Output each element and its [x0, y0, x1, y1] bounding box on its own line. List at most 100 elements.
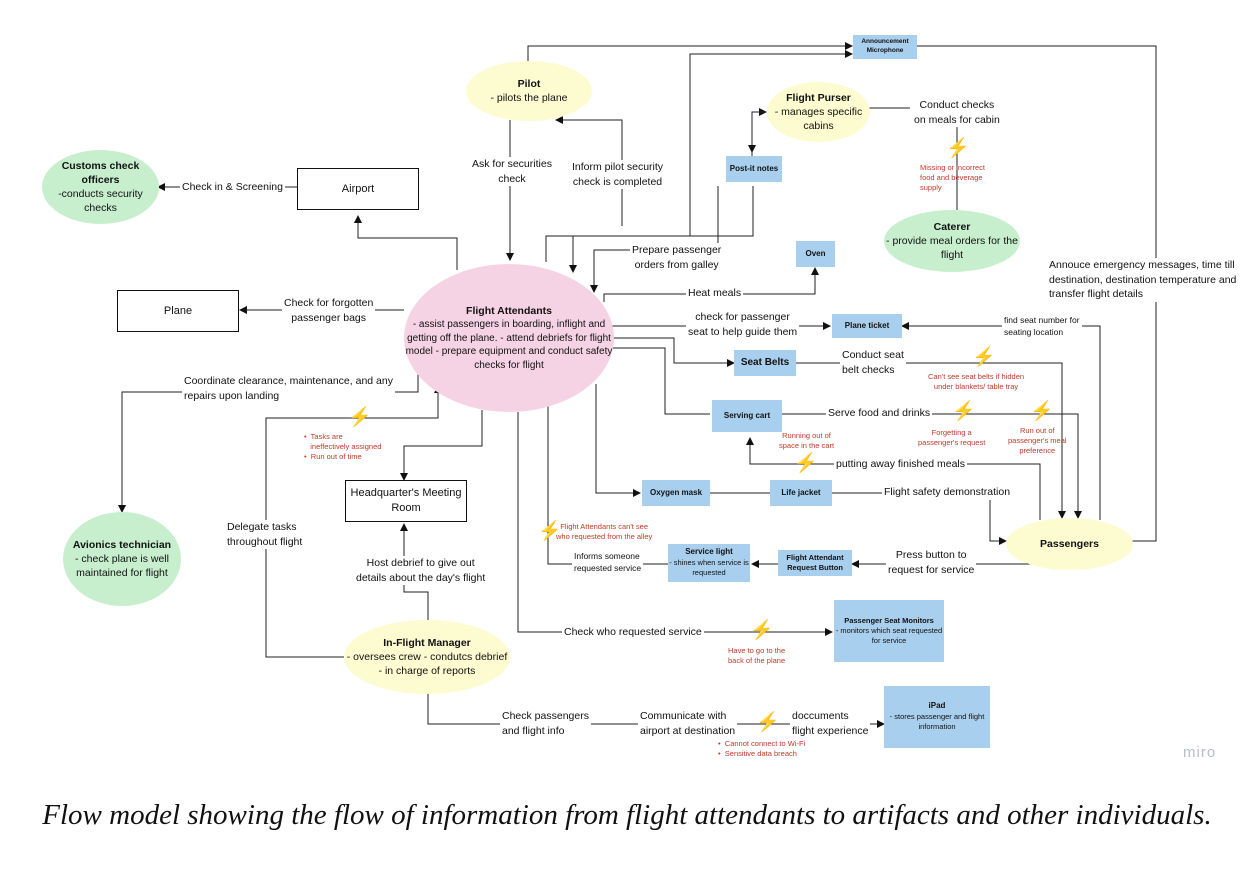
pilot-desc: - pilots the plane [490, 92, 568, 104]
oven-label: Oven [805, 248, 826, 258]
fa-request-button-label: Flight Attendant Request Button [786, 552, 844, 572]
flight-attendants-title: Flight Attendants [466, 304, 552, 317]
miro-watermark: miro [1183, 744, 1217, 761]
in-flight-manager-node: In-Flight Manager - oversees crew - cond… [344, 620, 510, 694]
flow-label: Host debrief to give out details about t… [354, 556, 488, 586]
customs-desc: -conducts security checks [58, 188, 143, 215]
customs-node: Customs check officers -conducts securit… [42, 150, 159, 224]
oxygen-mask-label: Oxygen mask [649, 487, 703, 497]
life-jacket-label: Life jacket [781, 487, 821, 497]
pilot-title: Pilot [517, 77, 541, 90]
oven-box: Oven [796, 241, 835, 267]
caterer-title: Caterer [933, 220, 971, 233]
flow-label: Conduct checks on meals for cabin [912, 98, 1002, 128]
service-light-title: Service light [685, 547, 733, 557]
flow-label: Serve food and drinks [826, 406, 933, 421]
oxygen-mask-box: Oxygen mask [642, 480, 710, 506]
breakdown-bolt-icon: ⚡ [538, 521, 562, 542]
avionics-node: Avionics technician - check plane is wel… [63, 512, 181, 606]
breakdown-bolt-icon: ⚡ [972, 347, 996, 368]
flight-attendants-node: Flight Attendants - assist passengers in… [404, 264, 614, 412]
flow-label: doccuments flight experience [790, 709, 871, 739]
flow-label: check for passenger seat to help guide t… [686, 310, 800, 340]
serving-cart-box: Serving cart [712, 400, 782, 432]
flight-purser-title: Flight Purser [786, 91, 851, 104]
flow-label: Check for forgotten passenger bags [282, 296, 376, 326]
breakdown-note: Flight Attendants can't see who requeste… [556, 522, 653, 542]
breakdown-bolt-icon: ⚡ [794, 453, 818, 474]
ipad-title: iPad [928, 701, 946, 711]
breakdown-bolt-icon: ⚡ [946, 138, 970, 159]
flow-label: find seat number for seating location [1002, 315, 1082, 339]
breakdown-note: Have to go to the back of the plane [728, 646, 786, 666]
announcement-microphone-box: Announcement Microphone [853, 35, 917, 59]
breakdown-bolt-icon: ⚡ [952, 401, 976, 422]
flow-label: Delegate tasks throughout flight [225, 520, 305, 550]
flow-label: Press button to request for service [886, 548, 977, 578]
caterer-node: Caterer - provide meal orders for the fl… [884, 210, 1020, 272]
airport-box: Airport [297, 168, 419, 210]
plane-ticket-label: Plane ticket [844, 320, 890, 330]
flow-label: Ask for securities check [470, 157, 554, 187]
breakdown-note: Missing or incorrect food and beverage s… [920, 163, 986, 193]
flight-purser-desc: - manages specific cabins [774, 105, 863, 133]
breakdown-bolt-icon: ⚡ [756, 712, 780, 733]
flow-label: Check who requested service [562, 625, 704, 640]
flow-label: Communicate with airport at destination [638, 709, 738, 739]
breakdown-note: • Cannot connect to Wi-Fi • Sensitive da… [718, 739, 806, 759]
breakdown-note: Forgetting a passenger's request [918, 428, 986, 448]
post-it-label: Post-it notes [729, 163, 779, 173]
fa-request-button-box: Flight Attendant Request Button [778, 550, 852, 576]
flow-label: Conduct seat belt checks [840, 348, 906, 378]
breakdown-note: • Tasks are ineffectively assigned • Run… [304, 432, 382, 462]
customs-title: Customs check officers [61, 159, 140, 186]
passengers-node: Passengers [1006, 518, 1133, 570]
flow-label: Heat meals [686, 286, 744, 301]
avionics-title: Avionics technician [72, 538, 172, 551]
flow-label: putting away finished meals [834, 457, 967, 472]
breakdown-note: Run out of passenger's meal preference [1008, 426, 1067, 456]
seat-belts-box: Seat Belts [734, 350, 796, 376]
flow-label: Prepare passenger orders from galley [630, 243, 724, 273]
life-jacket-box: Life jacket [770, 480, 832, 506]
figure-caption: Flow model showing the flow of informati… [42, 799, 1212, 831]
flow-label: Check in & Screening [180, 180, 285, 195]
service-light-desc: - shines when service is requested [669, 558, 749, 578]
seat-monitors-box: Passenger Seat Monitors - monitors which… [834, 600, 944, 662]
passengers-title: Passengers [1040, 537, 1099, 550]
hq-meeting-label: Headquarter's Meeting Room [350, 487, 462, 514]
seat-belts-label: Seat Belts [740, 357, 790, 369]
ipad-box: iPad - stores passenger and flight infor… [884, 686, 990, 748]
breakdown-bolt-icon: ⚡ [750, 620, 774, 641]
serving-cart-label: Serving cart [723, 410, 771, 420]
breakdown-note: Can't see seat belts if hidden under bla… [928, 372, 1025, 392]
in-flight-manager-desc: - oversees crew - condutcs debrief - in … [346, 650, 508, 678]
flow-label: Informs someone requested service [572, 551, 644, 575]
plane-label: Plane [163, 304, 193, 317]
announcement-microphone-label: Announcement Microphone [861, 38, 909, 54]
flow-label: Coordinate clearance, maintenance, and a… [182, 374, 395, 404]
post-it-box: Post-it notes [726, 156, 782, 182]
breakdown-bolt-icon: ⚡ [1030, 401, 1054, 422]
caterer-desc: - provide meal orders for the flight [886, 234, 1018, 262]
breakdown-bolt-icon: ⚡ [348, 407, 372, 428]
seat-monitors-desc: - monitors which seat requested for serv… [835, 625, 943, 646]
flow-label: Inform pilot security check is completed [570, 160, 666, 190]
ipad-desc: - stores passenger and flight informatio… [889, 712, 985, 732]
flow-label: Flight safety demonstration [882, 485, 1013, 500]
plane-ticket-box: Plane ticket [832, 314, 902, 338]
service-light-box: Service light - shines when service is r… [668, 544, 750, 582]
avionics-desc: - check plane is well maintained for fli… [75, 552, 169, 580]
airport-label: Airport [341, 182, 375, 195]
flight-attendants-desc: - assist passengers in boarding, infligh… [405, 319, 613, 371]
breakdown-note: Running out of space in the cart [779, 431, 835, 451]
pilot-node: Pilot - pilots the plane [466, 61, 592, 121]
in-flight-manager-title: In-Flight Manager [383, 636, 471, 649]
flow-label: Check passengers and flight info [500, 709, 591, 739]
plane-box: Plane [117, 290, 239, 332]
flow-label: Annouce emergency messages, time till de… [1047, 258, 1239, 303]
flight-purser-node: Flight Purser - manages specific cabins [767, 82, 870, 142]
seat-monitors-title: Passenger Seat Monitors [844, 615, 934, 625]
hq-meeting-box: Headquarter's Meeting Room [345, 480, 467, 522]
